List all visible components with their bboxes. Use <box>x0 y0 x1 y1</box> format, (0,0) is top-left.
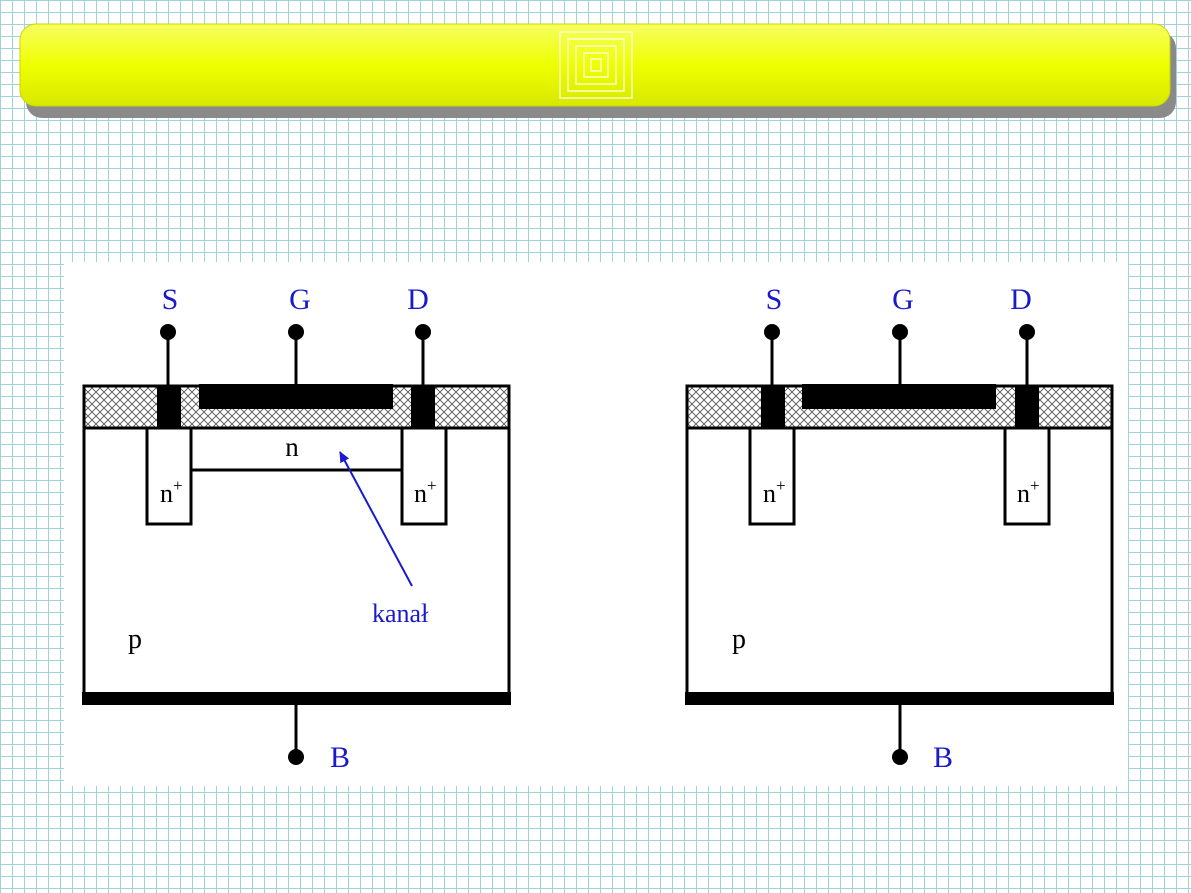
left-source-node <box>160 324 176 340</box>
right-gate-node <box>892 324 908 340</box>
left-substrate-label: p <box>128 624 142 655</box>
right-source-node <box>764 324 780 340</box>
left-gate-label: G <box>289 283 311 316</box>
right-drain-contact <box>1015 386 1039 428</box>
left-drain-region-label: n+ <box>414 476 437 508</box>
channel-annotation-label: kanał <box>372 599 429 628</box>
title-bar <box>19 23 1176 118</box>
right-source-contact <box>761 386 785 428</box>
left-gate-electrode <box>199 384 393 409</box>
left-drain-label: D <box>407 283 429 316</box>
right-gate-electrode <box>802 384 996 409</box>
right-drain-well <box>1003 426 1051 526</box>
channel-annotation-arrow <box>339 451 413 587</box>
right-source-well <box>748 426 796 526</box>
left-source-well <box>145 426 193 526</box>
left-source-region-label: n+ <box>160 476 183 508</box>
left-device: S G D B n+ n+ n p kanał <box>82 283 511 774</box>
right-source-region-label: n+ <box>763 476 786 508</box>
left-source-label: S <box>162 283 179 316</box>
left-bulk-contact <box>82 692 511 705</box>
left-bulk-label: B <box>330 741 350 774</box>
left-channel-label: n <box>285 432 299 462</box>
left-drain-contact <box>411 386 435 428</box>
right-bulk-label: B <box>933 741 953 774</box>
title-bar-body <box>19 23 1171 107</box>
left-drain-node <box>415 324 431 340</box>
left-bulk-node <box>288 749 304 765</box>
left-drain-well <box>400 426 448 526</box>
left-gate-node <box>288 324 304 340</box>
right-bulk-contact <box>685 692 1114 705</box>
right-substrate-label: p <box>732 624 746 655</box>
title-bar-ornament <box>559 31 633 99</box>
right-drain-region-label: n+ <box>1017 476 1040 508</box>
right-source-label: S <box>766 283 783 316</box>
right-bulk-node <box>892 749 908 765</box>
left-source-contact <box>157 386 181 428</box>
right-device: S G D B n+ n+ p <box>685 283 1114 774</box>
right-drain-node <box>1019 324 1035 340</box>
right-gate-label: G <box>892 283 914 316</box>
right-drain-label: D <box>1010 283 1032 316</box>
